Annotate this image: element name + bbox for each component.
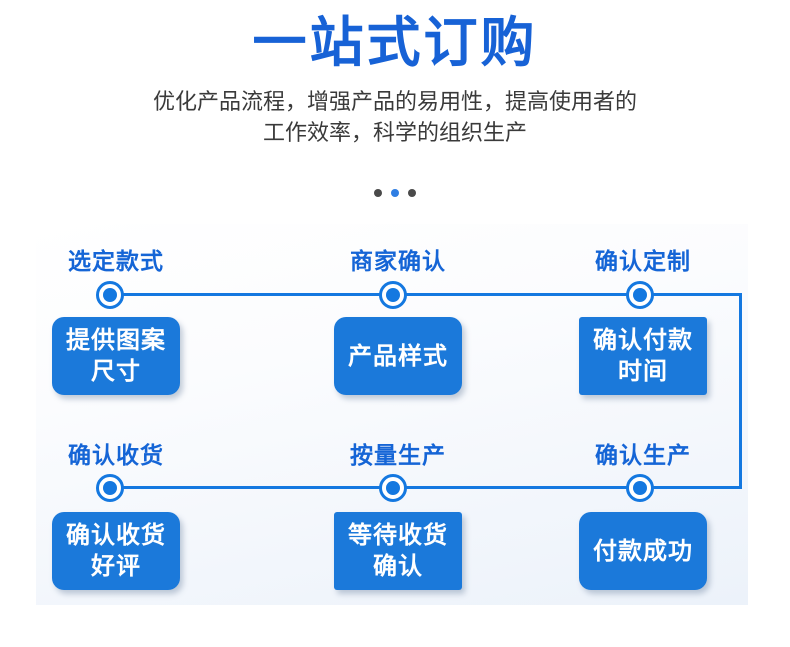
carousel-dot-3[interactable] <box>408 189 416 197</box>
step-2-node-core <box>386 288 400 302</box>
page-title: 一站式订购 <box>252 13 538 73</box>
step-6-card: 付款成功 <box>579 512 707 590</box>
step-2-label: 商家确认 <box>350 248 446 274</box>
carousel-dot-1[interactable] <box>374 189 382 197</box>
step-6-node-core <box>633 481 647 495</box>
step-3-node-core <box>633 288 647 302</box>
page-subtitle-line1: 优化产品流程，增强产品的易用性，提高使用者的 <box>152 89 637 114</box>
connector-line-right <box>739 293 742 489</box>
step-5-node-icon <box>379 474 407 502</box>
step-3-label: 确认定制 <box>595 248 691 274</box>
carousel-dots <box>0 189 790 197</box>
step-5-card: 等待收货 确认 <box>334 512 462 590</box>
page-subtitle-line2: 工作效率，科学的组织生产 <box>262 120 527 145</box>
connector-line-top <box>110 293 742 296</box>
process-panel: 选定款式 提供图案 尺寸 商家确认 产品样式 确认定制 确认付款 时间 确认收货… <box>36 224 748 605</box>
step-5-node-core <box>386 481 400 495</box>
step-1-node-icon <box>96 281 124 309</box>
connector-line-bottom <box>108 486 742 489</box>
step-6-label: 确认生产 <box>595 442 691 468</box>
step-6-node-icon <box>626 474 654 502</box>
step-4-label: 确认收货 <box>68 442 164 468</box>
step-5-label: 按量生产 <box>350 442 446 468</box>
step-3-card: 确认付款 时间 <box>579 317 707 395</box>
step-1-label: 选定款式 <box>68 248 164 274</box>
step-1-card: 提供图案 尺寸 <box>52 317 180 395</box>
step-2-node-icon <box>379 281 407 309</box>
step-4-node-core <box>103 481 117 495</box>
step-3-node-icon <box>626 281 654 309</box>
step-2-card: 产品样式 <box>334 317 462 395</box>
step-4-card: 确认收货 好评 <box>52 512 180 590</box>
step-4-node-icon <box>96 474 124 502</box>
step-1-node-core <box>103 288 117 302</box>
page-subtitle: 优化产品流程，增强产品的易用性，提高使用者的 工作效率，科学的组织生产 <box>0 86 790 148</box>
carousel-dot-2[interactable] <box>391 189 399 197</box>
